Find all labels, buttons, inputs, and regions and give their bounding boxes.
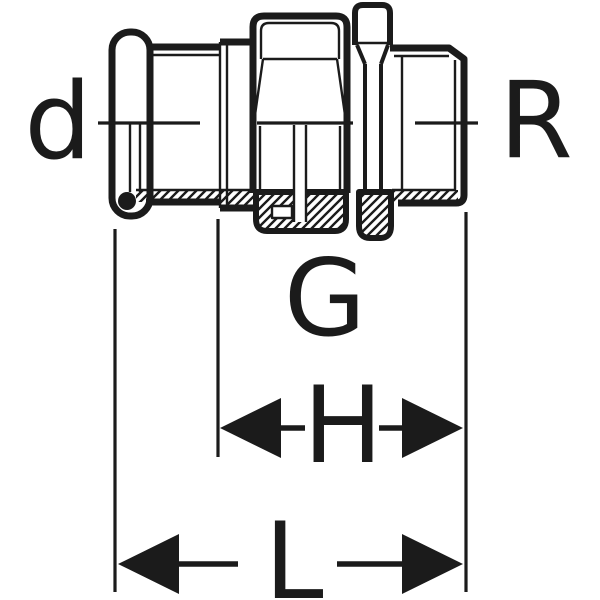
arrowhead-l-left [118, 534, 179, 594]
arrowhead-h-left [220, 398, 281, 458]
male-thread [390, 44, 468, 207]
label-g: G [284, 237, 366, 360]
label-d: d [24, 60, 91, 183]
label-h: H [303, 364, 383, 487]
arrowhead-l-right [402, 534, 463, 594]
extension-lines [113, 212, 468, 592]
dimension-l [118, 534, 463, 594]
union-nut [249, 12, 351, 234]
bead-section [118, 192, 136, 210]
hex-adapter [352, 2, 394, 241]
fitting-drawing [108, 2, 468, 241]
label-l: L [264, 500, 323, 600]
dimension-h [220, 398, 463, 458]
label-r: R [499, 59, 573, 182]
arrowhead-h-right [402, 398, 463, 458]
